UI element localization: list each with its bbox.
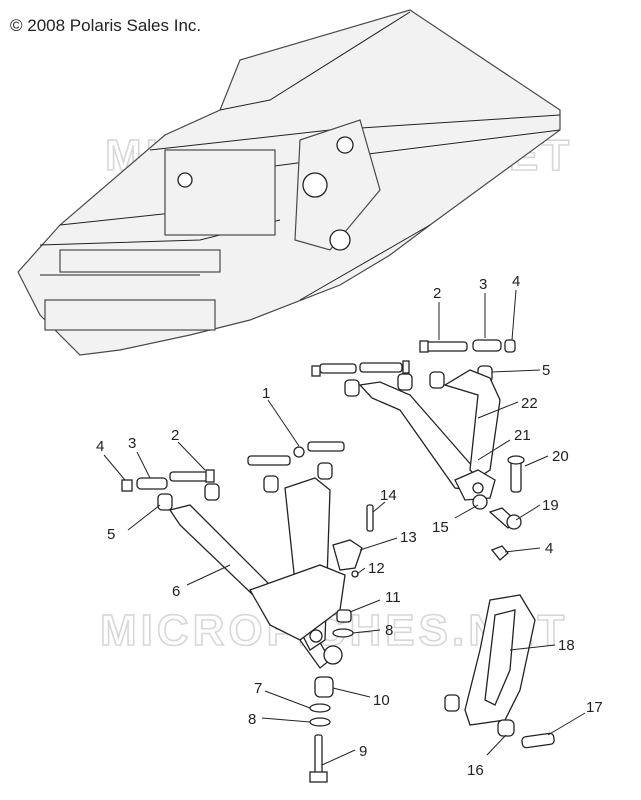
callout-5-right: 5 (542, 362, 550, 379)
callout-9: 9 (359, 743, 367, 760)
callout-6: 6 (172, 583, 180, 600)
callout-18: 18 (558, 637, 575, 654)
callout-1: 1 (262, 385, 270, 402)
callout-20: 20 (552, 448, 569, 465)
callout-14: 14 (380, 487, 397, 504)
callout-2-right: 2 (433, 285, 441, 302)
ball-joint-parts (309, 609, 354, 783)
lower-a-arm (168, 477, 346, 669)
callout-15: 15 (432, 519, 449, 536)
callout-13: 13 (400, 529, 417, 546)
right-upper-hardware (311, 339, 516, 397)
callout-21: 21 (514, 427, 531, 444)
spindle (444, 594, 555, 749)
callout-4-right: 4 (545, 540, 553, 557)
copyright-text: © 2008 Polaris Sales Inc. (10, 16, 202, 35)
callout-8-lower: 8 (248, 711, 256, 728)
upper-a-arm (358, 369, 501, 501)
callout-4-top: 4 (512, 273, 520, 290)
chassis-frame (17, 9, 561, 356)
callout-3-right: 3 (479, 276, 487, 293)
callout-16: 16 (467, 762, 484, 779)
callout-2-left: 2 (171, 427, 179, 444)
callout-8-upper: 8 (385, 622, 393, 639)
callout-12: 12 (368, 560, 385, 577)
bracket-parts (332, 504, 374, 578)
callout-3-left: 3 (128, 435, 136, 452)
callout-10: 10 (373, 692, 390, 709)
leader-lines (103, 289, 586, 766)
left-hardware (121, 441, 345, 511)
callout-11: 11 (385, 589, 401, 606)
callout-22: 22 (521, 395, 538, 412)
callout-7: 7 (254, 680, 262, 697)
callout-19: 19 (542, 497, 559, 514)
callout-5-left: 5 (107, 526, 115, 543)
callout-17: 17 (586, 699, 603, 716)
callout-4-left: 4 (96, 438, 104, 455)
